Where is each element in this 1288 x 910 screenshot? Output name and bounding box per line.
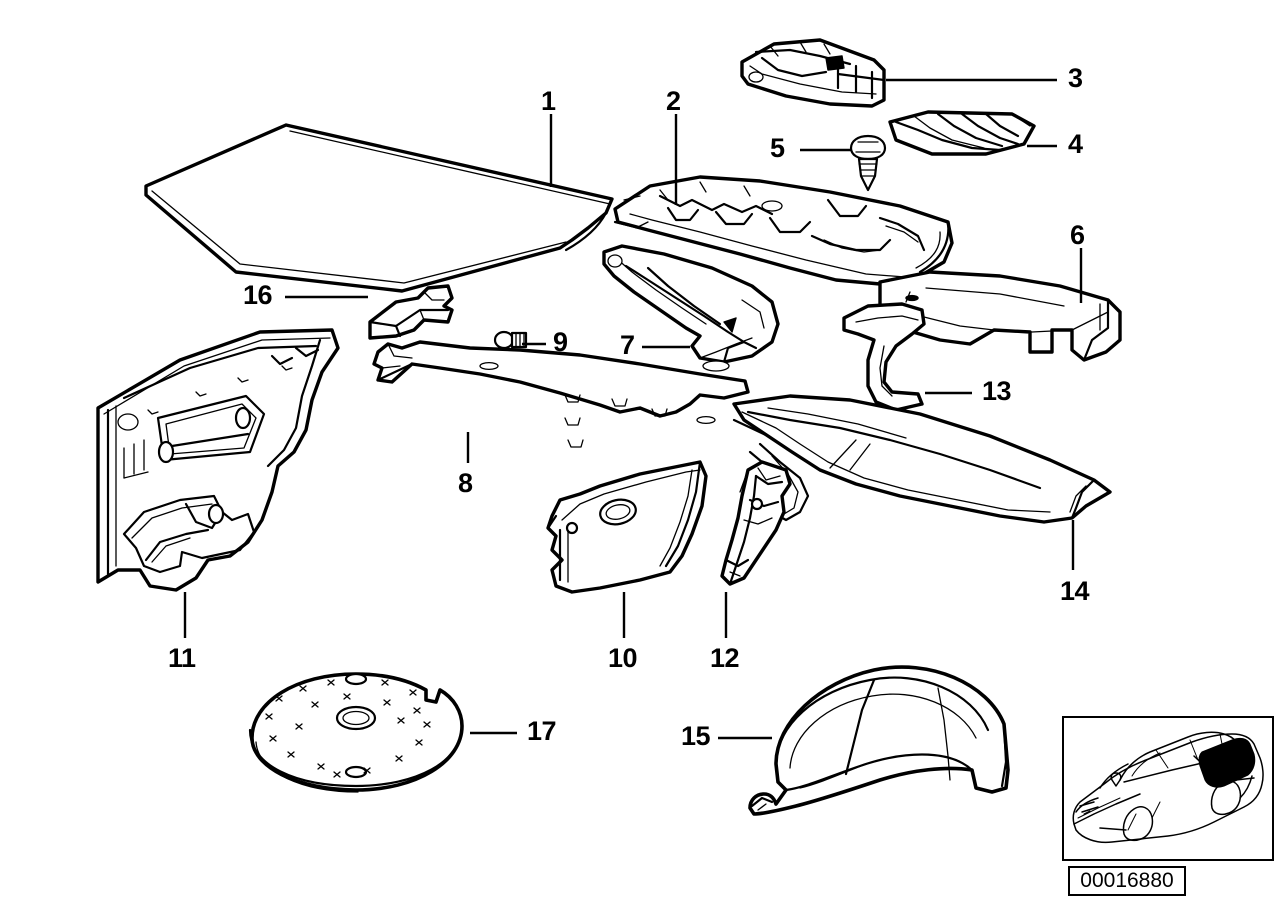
part-2-parcel-shelf-molded-panel — [613, 175, 954, 286]
callout-label-3: 3 — [1068, 63, 1083, 93]
callout-label-16: 16 — [243, 280, 273, 310]
vehicle-line-drawing: .v { fill:none; stroke:#000; stroke-widt… — [1072, 731, 1264, 844]
callout-label-13: 13 — [982, 376, 1012, 406]
part-12-pillar-trim-strip — [720, 460, 792, 586]
part-6-rail-sill-trim-strip — [878, 270, 1122, 362]
part-4-ribbed-cover-panel — [888, 110, 1036, 156]
callout-label-9: 9 — [553, 327, 568, 357]
part-number-box: 00016880 — [1068, 866, 1186, 896]
part-7-triangular-support-bracket — [602, 244, 780, 372]
callout-label-7: 7 — [620, 330, 635, 360]
callout-label-8: 8 — [458, 468, 473, 498]
callout-label-11: 11 — [168, 643, 196, 673]
callout-label-6: 6 — [1070, 220, 1085, 250]
callout-label-5: 5 — [770, 133, 785, 163]
part-14-rear-shelf-liner-panel — [732, 394, 1112, 524]
callout-label-14: 14 — [1060, 576, 1090, 606]
callout-label-2: 2 — [666, 86, 681, 116]
callout-label-15: 15 — [681, 721, 711, 751]
part-16-small-mounting-bracket — [368, 284, 454, 340]
callout-label-12: 12 — [710, 643, 740, 673]
part-13-wheel-arch-trim-edge — [842, 302, 926, 412]
callout-label-4: 4 — [1068, 129, 1083, 159]
part-11-rear-quarter-trim-panel — [96, 328, 340, 592]
part-1-trunk-floor-trim-panel — [144, 123, 614, 293]
vehicle-location-inset: .v { fill:none; stroke:#000; stroke-widt… — [1062, 716, 1274, 861]
part-8-rear-partition-trim-strip — [372, 340, 750, 448]
part-number-text: 00016880 — [1080, 869, 1174, 892]
part-3-corner-bracket — [740, 38, 886, 108]
callout-label-17: 17 — [527, 716, 557, 746]
part-15-wheel-well-liner — [748, 665, 1010, 816]
part-5-screw-fastener — [849, 134, 887, 192]
part-10-side-trim-panel — [546, 460, 708, 594]
callout-label-10: 10 — [608, 643, 638, 673]
callout-leader-lines — [183, 78, 1083, 740]
part-9-rivet-clip — [493, 330, 528, 350]
callout-label-1: 1 — [541, 86, 556, 116]
part-17-spare-wheel-cover-disc — [248, 672, 464, 793]
